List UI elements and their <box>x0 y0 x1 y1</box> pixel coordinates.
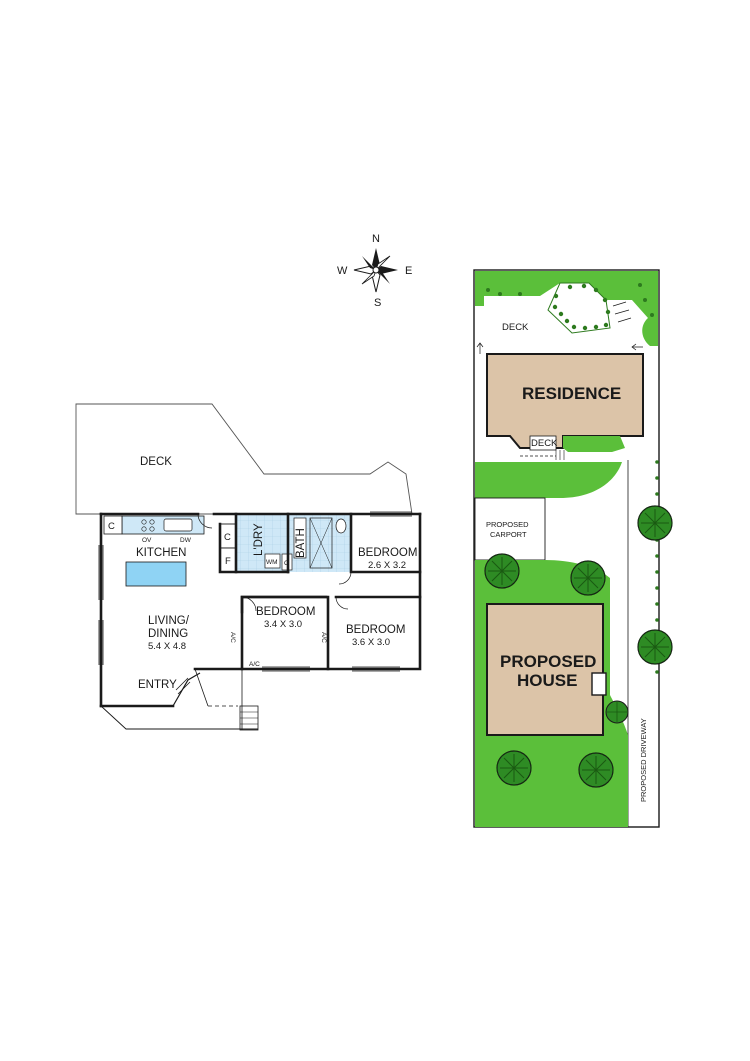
bath-label: BATH <box>295 528 307 558</box>
residence-deck-label: DECK <box>531 438 558 449</box>
ac-label-1: A/C <box>229 632 236 643</box>
door-swings <box>197 513 352 612</box>
garden-bed <box>547 282 611 334</box>
residence-label: RESIDENCE <box>522 384 621 403</box>
tree-icon <box>570 560 606 596</box>
tree-icon <box>578 752 614 788</box>
floor-plan: DECK C OV DW C F WM C KITCHEN L'DRY <box>75 403 422 731</box>
compass-north-label: N <box>372 233 380 245</box>
compass-rose: N E S W <box>337 233 412 309</box>
carport-label-1: PROPOSED <box>486 520 529 529</box>
dining-label: DINING <box>148 628 188 640</box>
bedroom-1-dims: 2.6 X 3.2 <box>368 560 406 571</box>
driveway-label: PROPOSED DRIVEWAY <box>639 718 648 802</box>
ac-label-2: A/C <box>249 661 260 668</box>
bedroom-2-dims: 3.4 X 3.0 <box>264 619 302 630</box>
site-plan: DECK RESIDENCE DECK PROPOSED CARPORT PRO… <box>473 269 673 828</box>
compass-east-label: E <box>405 265 412 277</box>
proposed-house-label-1: PROPOSED <box>500 652 596 671</box>
bedroom-1-label: BEDROOM <box>358 547 417 559</box>
shower <box>309 517 333 569</box>
tree-icon <box>637 505 673 541</box>
kitchen-label: KITCHEN <box>136 547 186 559</box>
living-label: LIVING/ <box>148 615 190 627</box>
proposed-house-building <box>486 603 604 736</box>
linen-cupboard-label: C <box>224 532 231 543</box>
tree-icon <box>484 553 520 589</box>
laundry-cupboard-label: C <box>284 560 289 567</box>
bedroom-3-dims: 3.6 X 3.0 <box>352 637 390 648</box>
toilet <box>335 518 347 534</box>
deck-label: DECK <box>140 456 172 468</box>
entry-label: ENTRY <box>138 679 177 691</box>
compass-west-label: W <box>337 265 348 277</box>
cupboard <box>103 515 123 535</box>
top-garden <box>475 271 658 346</box>
living-dims: 5.4 X 4.8 <box>148 641 186 652</box>
oven-label: OV <box>142 537 152 544</box>
carport-label-2: CARPORT <box>490 530 527 539</box>
cupboard-label: C <box>108 521 115 532</box>
proposed-house-porch <box>591 672 607 696</box>
bedroom-2-label: BEDROOM <box>256 606 315 618</box>
proposed-carport <box>474 497 546 561</box>
tree-icon <box>637 629 673 665</box>
sink <box>163 518 193 532</box>
tree-icon <box>496 750 532 786</box>
middle-lawn <box>475 462 622 498</box>
washing-machine-label: WM <box>266 559 278 566</box>
deck-outline <box>75 403 413 515</box>
proposed-house-label-2: HOUSE <box>517 671 577 690</box>
kitchen-island <box>125 561 187 587</box>
ac-label-3: A/C <box>320 632 327 643</box>
compass-south-label: S <box>374 297 381 309</box>
laundry-label: L'DRY <box>253 523 265 556</box>
fridge-label: F <box>225 556 231 567</box>
windows <box>98 511 412 672</box>
entry-porch <box>100 668 259 731</box>
bedroom-3-label: BEDROOM <box>346 624 405 636</box>
dishwasher-label: DW <box>180 537 192 544</box>
residence-garden <box>563 436 625 452</box>
site-deck-label: DECK <box>502 322 529 333</box>
